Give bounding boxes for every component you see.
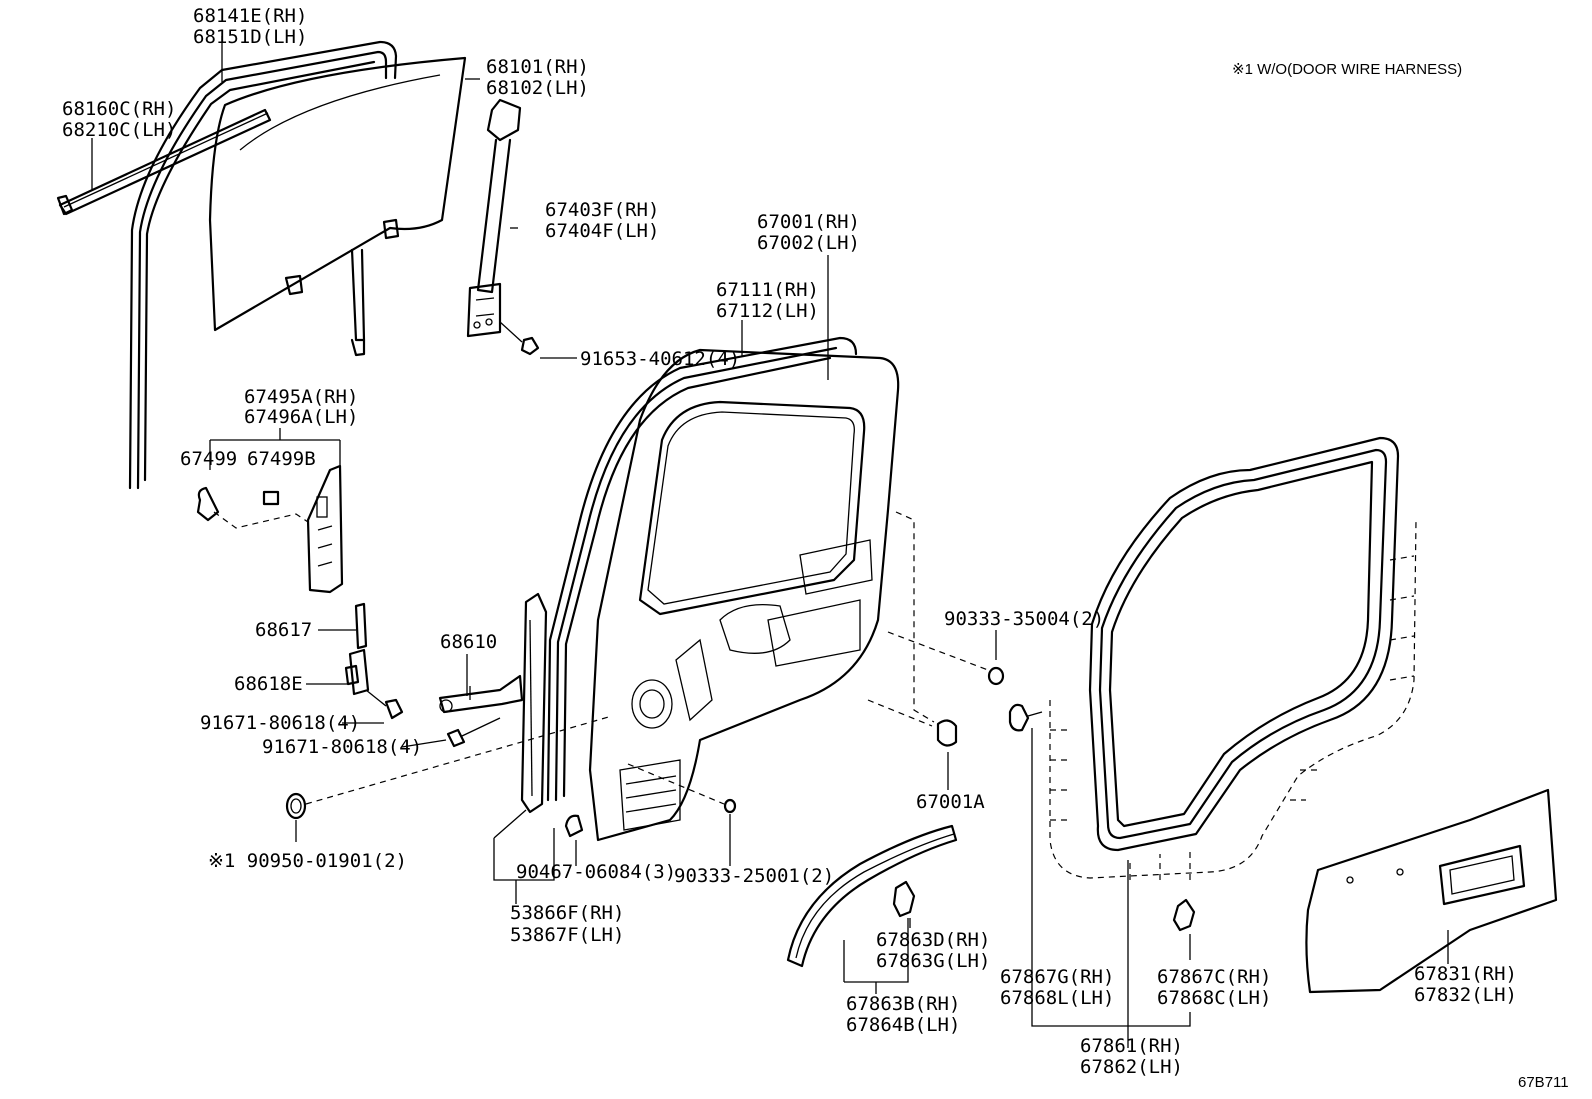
label-67863b: 67863B(RH) — [846, 993, 960, 1015]
regulator-guide-part — [466, 98, 522, 338]
label-67863d: 67863D(RH) — [876, 929, 990, 951]
label-67112: 67112(LH) — [716, 300, 819, 322]
bolt-91653-part — [499, 321, 540, 356]
label-91653: 91653-40612(4) — [580, 348, 740, 370]
label-67867c: 67867C(RH) — [1157, 966, 1271, 988]
label-91671-upper: 91671-80618(4) — [200, 712, 360, 734]
hole-plug-90333-upper-part — [987, 666, 1005, 686]
label-67831: 67831(RH) — [1414, 963, 1517, 985]
door-trim-panel-part — [1305, 788, 1558, 994]
hole-plug-90950-part — [285, 792, 307, 820]
label-67862: 67862(LH) — [1080, 1056, 1183, 1078]
clip-leader-dashes — [213, 511, 309, 529]
label-90950: ※1 90950-01901(2) — [208, 850, 407, 872]
label-67495a: 67495A(RH) — [244, 386, 358, 408]
label-68160c: 68160C(RH) — [62, 98, 176, 120]
door-weatherstrip-part — [546, 336, 858, 802]
part-labels: 68141E(RH) 68151D(LH) 68160C(RH) 68210C(… — [62, 5, 1517, 1078]
body-opening-dashes — [1049, 519, 1417, 879]
diagram-id: 67B711 — [1518, 1074, 1569, 1091]
footnote-text: ※1 W/O(DOOR WIRE HARNESS) — [1232, 61, 1462, 78]
belt-trim-strip-part — [520, 592, 548, 814]
label-67403f: 67403F(RH) — [545, 199, 659, 221]
clip-67499-part — [196, 486, 220, 522]
bolt-91671-lower-part — [446, 717, 501, 748]
label-68617: 68617 — [255, 619, 312, 641]
label-67499: 67499 — [180, 448, 237, 470]
label-68101: 68101(RH) — [486, 56, 589, 78]
clip-90467-part — [564, 814, 584, 838]
opening-weatherstrip-part — [1088, 436, 1400, 852]
inner-molding-part — [306, 464, 344, 594]
arch-molding-part — [786, 824, 958, 968]
label-67863g: 67863G(LH) — [876, 950, 990, 972]
label-67496a: 67496A(LH) — [244, 406, 358, 428]
clip-67867g-part — [1008, 703, 1043, 732]
label-67111: 67111(RH) — [716, 279, 819, 301]
glass-run-channel-part — [128, 40, 398, 490]
hinge-part — [344, 648, 370, 696]
label-67832: 67832(LH) — [1414, 984, 1517, 1006]
label-68210c: 68210C(LH) — [62, 119, 176, 141]
label-68102: 68102(LH) — [486, 77, 589, 99]
leader-lines — [91, 36, 1449, 1048]
bolt-91671-upper-part — [365, 689, 404, 720]
door-stopper-part — [936, 719, 958, 747]
hinge-pin-part — [354, 602, 368, 650]
label-68618e: 68618E — [234, 673, 303, 695]
label-90333-upper: 90333-35004(2) — [944, 608, 1104, 630]
hole-plug-90333-lower-part — [723, 798, 737, 814]
label-67404f: 67404F(LH) — [545, 220, 659, 242]
label-68141e: 68141E(RH) — [193, 5, 307, 27]
body-opening-dashes-2 — [1050, 555, 1415, 880]
label-68151d: 68151D(LH) — [193, 26, 307, 48]
dashed-pointers — [305, 511, 989, 805]
label-67867g: 67867G(RH) — [1000, 966, 1114, 988]
door-check-part — [438, 674, 524, 714]
label-68610: 68610 — [440, 631, 497, 653]
label-67864b: 67864B(LH) — [846, 1014, 960, 1036]
pad-67499b-part — [262, 490, 280, 506]
label-67002: 67002(LH) — [757, 232, 860, 254]
label-90333-lower: 90333-25001(2) — [674, 865, 834, 887]
label-67861: 67861(RH) — [1080, 1035, 1183, 1057]
front-door-panel-part — [588, 348, 900, 842]
label-91671-lower: 91671-80618(4) — [262, 736, 422, 758]
label-53866f: 53866F(RH) — [510, 902, 624, 924]
label-67499b: 67499B — [247, 448, 316, 470]
label-67001: 67001(RH) — [757, 211, 860, 233]
label-90467: 90467-06084(3) — [516, 861, 676, 883]
clip-67867c-part — [1172, 898, 1196, 932]
label-67868l: 67868L(LH) — [1000, 987, 1114, 1009]
clip-67863d-part — [892, 880, 916, 918]
door-glass-part — [208, 56, 467, 357]
label-67868c: 67868C(LH) — [1157, 987, 1271, 1009]
label-67001a: 67001A — [916, 791, 985, 813]
label-53867f: 53867F(LH) — [510, 924, 624, 946]
